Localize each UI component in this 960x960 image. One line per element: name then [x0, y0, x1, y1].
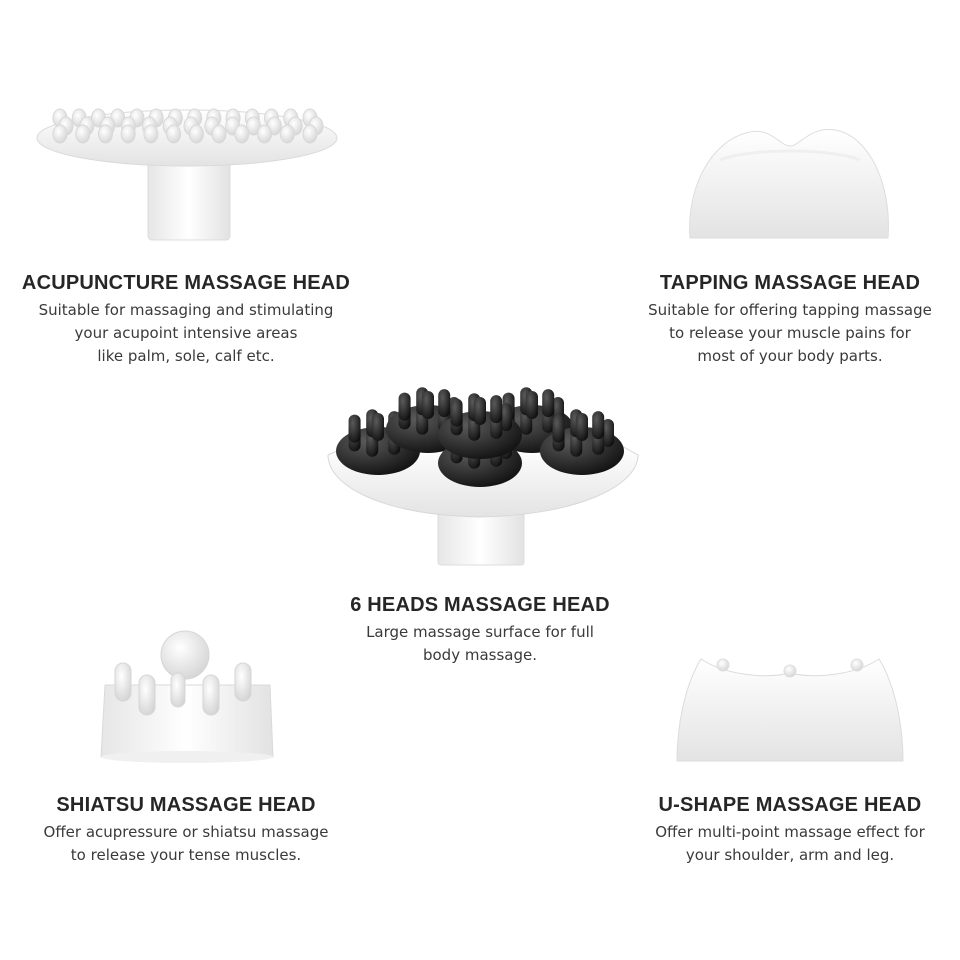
description-line: to release your tense muscles.	[70, 846, 302, 864]
shiatsu-caption: SHIATSU MASSAGE HEAD Offer acupressure o…	[0, 794, 372, 867]
description-line: Offer acupressure or shiatsu massage	[43, 823, 329, 841]
six-heads-caption: 6 HEADS MASSAGE HEAD Large massage surfa…	[300, 594, 660, 667]
tapping-description: Suitable for offering tapping massage to…	[600, 299, 960, 368]
six-heads-description: Large massage surface for full body mass…	[300, 621, 660, 667]
description-line: Suitable for offering tapping massage	[648, 301, 932, 319]
description-line: your shoulder, arm and leg.	[685, 846, 895, 864]
acupuncture-head-icon	[36, 108, 338, 241]
shiatsu-title: SHIATSU MASSAGE HEAD	[56, 794, 316, 816]
u-shape-caption: U-SHAPE MASSAGE HEAD Offer multi-point m…	[600, 794, 960, 867]
u-shape-title: U-SHAPE MASSAGE HEAD	[658, 794, 922, 816]
description-line: like palm, sole, calf etc.	[97, 347, 275, 365]
six-heads-icon	[327, 387, 639, 566]
description-line: most of your body parts.	[697, 347, 883, 365]
acupuncture-description: Suitable for massaging and stimulating y…	[0, 299, 372, 368]
acupuncture-caption: ACUPUNCTURE MASSAGE HEAD Suitable for ma…	[0, 272, 372, 368]
shiatsu-head-icon	[100, 630, 274, 763]
u-shape-description: Offer multi-point massage effect for you…	[600, 821, 960, 867]
tapping-caption: TAPPING MASSAGE HEAD Suitable for offeri…	[600, 272, 960, 368]
six-heads-title: 6 HEADS MASSAGE HEAD	[350, 594, 610, 616]
shiatsu-description: Offer acupressure or shiatsu massage to …	[0, 821, 372, 867]
description-line: Large massage surface for full	[366, 623, 594, 641]
description-line: Offer multi-point massage effect for	[655, 823, 925, 841]
description-line: body massage.	[422, 646, 537, 664]
description-line: Suitable for massaging and stimulating	[38, 301, 334, 319]
u-shape-head-icon	[676, 658, 904, 762]
description-line: your acupoint intensive areas	[74, 324, 298, 342]
tapping-head-icon	[689, 129, 889, 239]
description-line: to release your muscle pains for	[669, 324, 911, 342]
acupuncture-title: ACUPUNCTURE MASSAGE HEAD	[21, 272, 351, 294]
tapping-title: TAPPING MASSAGE HEAD	[659, 272, 921, 294]
